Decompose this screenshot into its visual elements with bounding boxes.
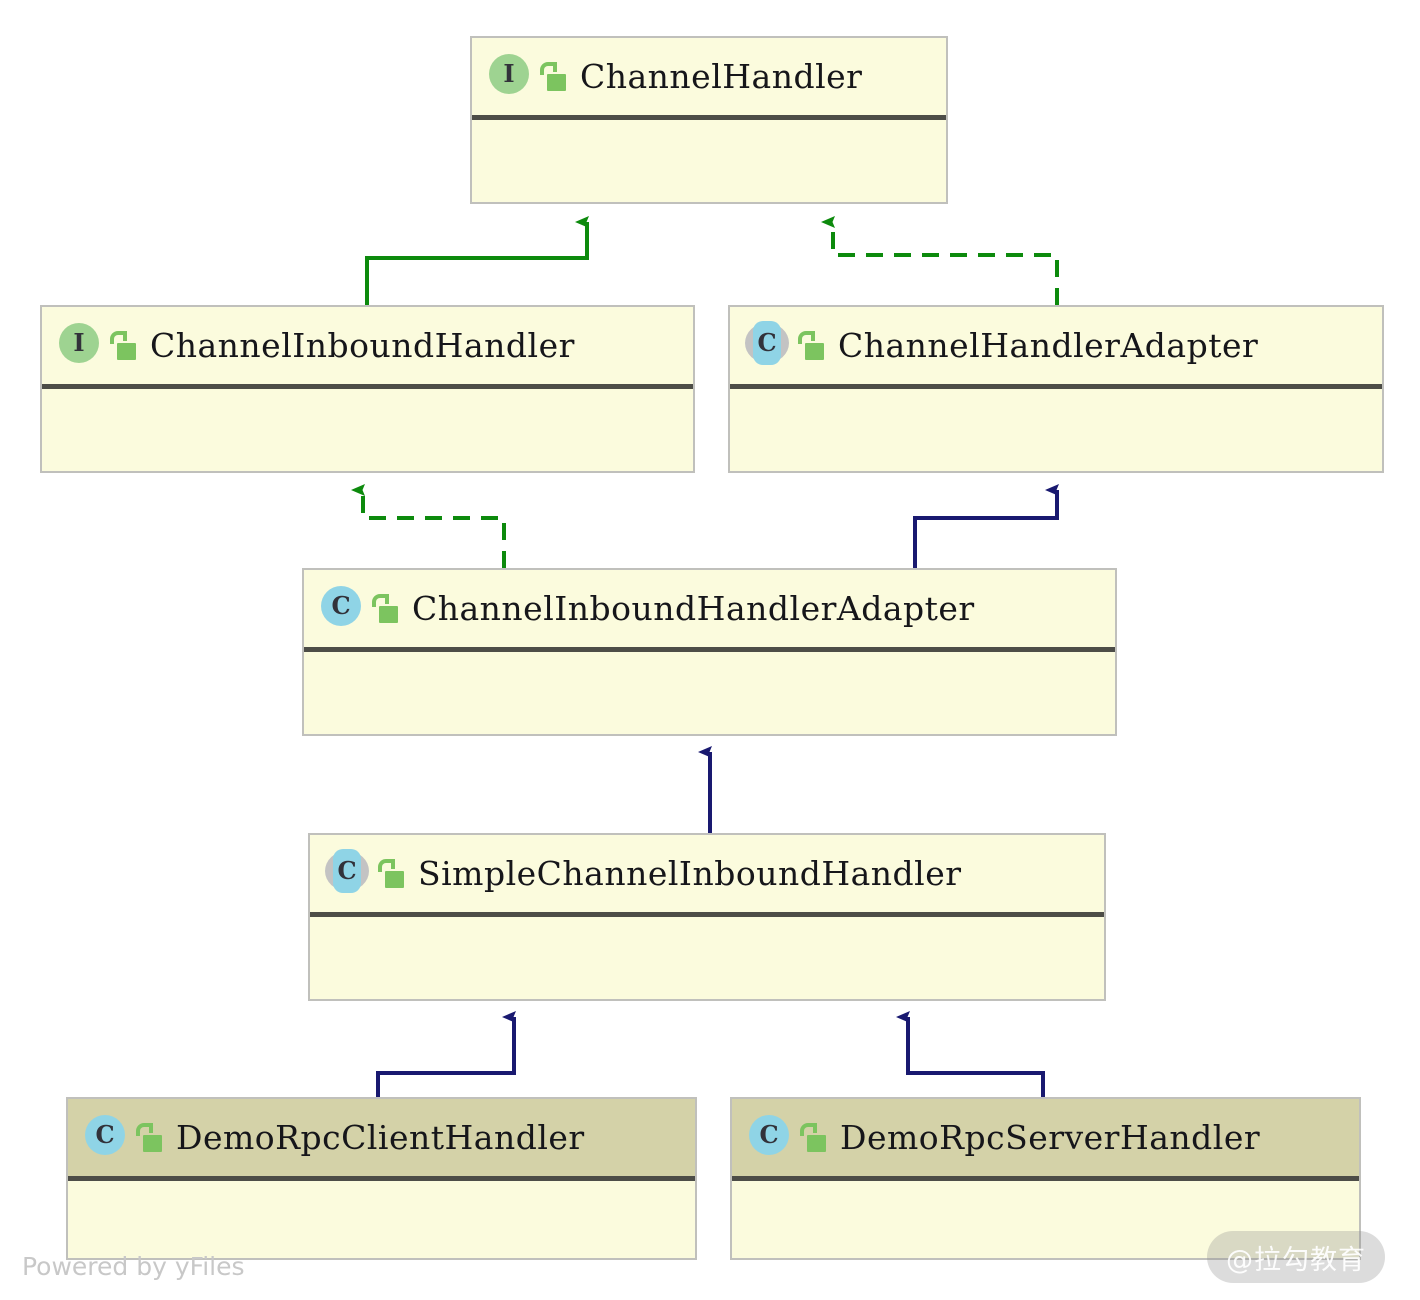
unlocked-padlock-icon <box>798 1122 826 1153</box>
unlocked-padlock-icon <box>796 330 824 361</box>
uml-class-name: ChannelHandler <box>580 57 863 96</box>
uml-class-name: DemoRpcServerHandler <box>840 1118 1261 1157</box>
watermark-badge: @拉勾教育 <box>1207 1231 1385 1283</box>
uml-class-demo-rpc-client-handler[interactable]: C DemoRpcClientHandler <box>66 1097 697 1260</box>
uml-class-members <box>42 389 693 465</box>
edge-inbound-adapter-to-inbound <box>351 484 506 568</box>
uml-class-members <box>304 652 1115 728</box>
uml-class-header: I ChannelInboundHandler <box>42 307 693 389</box>
uml-class-name: ChannelInboundHandler <box>150 326 575 365</box>
class-icon: C <box>746 1114 792 1161</box>
yfiles-credit-label: Powered by yFiles <box>22 1252 245 1281</box>
edge-inbound-adapter-to-handler-adapter <box>913 484 1059 568</box>
uml-class-name: ChannelHandlerAdapter <box>838 326 1259 365</box>
uml-class-members <box>730 389 1382 465</box>
abstract-class-icon: C <box>744 320 790 369</box>
uml-class-members <box>68 1181 695 1257</box>
uml-class-name: SimpleChannelInboundHandler <box>418 854 962 893</box>
class-icon: C <box>82 1114 128 1161</box>
uml-class-channel-handler[interactable]: I ChannelHandler <box>470 36 948 204</box>
edge-inbound-to-handler <box>365 216 589 305</box>
uml-class-demo-rpc-server-handler[interactable]: C DemoRpcServerHandler <box>730 1097 1361 1260</box>
edge-adapter-to-handler <box>821 216 1059 305</box>
class-icon: C <box>318 585 364 632</box>
abstract-class-icon: C <box>324 848 370 897</box>
uml-class-channel-inbound-handler[interactable]: I ChannelInboundHandler <box>40 305 695 473</box>
uml-class-simple-channel-inbound-handler[interactable]: C SimpleChannelInboundHandler <box>308 833 1106 1001</box>
uml-class-name: ChannelInboundHandlerAdapter <box>412 589 975 628</box>
interface-icon: I <box>56 322 102 369</box>
uml-class-header: C DemoRpcServerHandler <box>732 1099 1359 1181</box>
uml-class-header: C ChannelHandlerAdapter <box>730 307 1382 389</box>
unlocked-padlock-icon <box>134 1122 162 1153</box>
uml-class-header: C DemoRpcClientHandler <box>68 1099 695 1181</box>
uml-class-header: C SimpleChannelInboundHandler <box>310 835 1104 917</box>
unlocked-padlock-icon <box>370 593 398 624</box>
uml-class-members <box>472 120 946 196</box>
uml-class-members <box>310 917 1104 993</box>
unlocked-padlock-icon <box>108 330 136 361</box>
edge-server-to-simple <box>896 1011 1045 1097</box>
uml-class-members <box>732 1181 1359 1257</box>
unlocked-padlock-icon <box>376 858 404 889</box>
uml-class-header: C ChannelInboundHandlerAdapter <box>304 570 1115 652</box>
interface-icon: I <box>486 53 532 100</box>
watermark-text: @拉勾教育 <box>1226 1244 1366 1276</box>
uml-class-channel-inbound-handler-adapter[interactable]: C ChannelInboundHandlerAdapter <box>302 568 1117 736</box>
uml-class-channel-handler-adapter[interactable]: C ChannelHandlerAdapter <box>728 305 1384 473</box>
uml-class-header: I ChannelHandler <box>472 38 946 120</box>
unlocked-padlock-icon <box>538 61 566 92</box>
uml-class-name: DemoRpcClientHandler <box>176 1118 585 1157</box>
edge-client-to-simple <box>376 1011 516 1097</box>
